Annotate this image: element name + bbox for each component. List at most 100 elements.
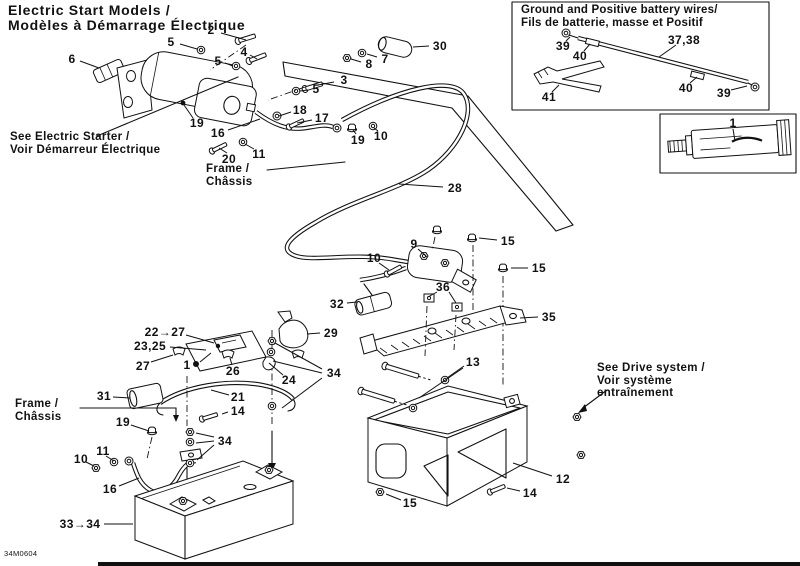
callout-22→27: 22→27 [144,325,186,339]
leader-line [306,332,321,335]
leader-line [519,316,539,319]
leader-line [268,362,284,376]
callout-34: 34 [217,434,233,448]
leader-line [183,104,194,119]
callout-31: 31 [96,389,112,403]
electrical-bracket-plate [359,293,527,357]
note-frame-top-line1: Frame / [206,163,250,175]
inset-wires-title-line2: Fils de batterie, masse et Positif [521,16,703,29]
callout-20: 20 [221,152,237,166]
leader-line [350,58,362,63]
leader-line [179,43,198,50]
leader-line [195,440,215,444]
leader-line [583,43,591,52]
terminal-boot [126,382,164,410]
note-leaders [79,76,608,422]
leader-line [220,32,247,41]
leader-line [565,36,571,42]
leader-line [150,354,174,363]
callout-21: 21 [230,390,246,404]
callout-28: 28 [447,181,463,195]
leader-line [218,147,228,154]
leader-line [385,493,402,501]
callout-24: 24 [281,373,297,387]
callout-5: 5 [312,82,320,96]
leader-line [85,461,95,467]
relay-cover [277,310,309,349]
callout-16: 16 [102,482,118,496]
callout-26: 26 [225,364,241,378]
battery-cable [284,83,471,267]
leader-line [448,291,457,304]
callout-39: 39 [716,86,732,100]
note-electric-starter-line1: See Electric Starter / [10,131,130,143]
note-drive-system-line1: See Drive system / [597,362,705,374]
callout-33→34: 33→34 [59,517,101,531]
leader-line [346,301,358,304]
callout-7: 7 [381,52,389,66]
leader-line [278,111,292,117]
callout-2: 2 [207,23,215,37]
battery-hold-down-strap [126,380,296,460]
note-drive-system-line2: Voir système [597,374,672,387]
leader-line [658,44,677,58]
starter-solenoid [359,225,509,386]
leader-line [112,396,131,399]
note-electric-starter: See Electric Starter / Voir Démarreur Él… [10,131,160,156]
leader-line [730,85,748,91]
leader-line [169,346,207,351]
note-frame-bottom: Frame / Châssis [15,398,62,423]
callout-30: 30 [432,39,448,53]
callout-35: 35 [541,310,557,324]
sealant-tube [667,119,792,159]
leader-line [427,291,438,298]
callout-10: 10 [373,129,389,143]
leader-line [478,237,498,241]
callout-4: 4 [240,45,248,59]
callout-14: 14 [230,404,246,418]
note-electric-starter-line2: Voir Démarreur Électrique [10,143,161,156]
battery [133,460,295,560]
bottom-border-bar [98,562,800,566]
callout-36: 36 [435,280,451,294]
callout-15: 15 [531,261,547,275]
leader-line [229,357,233,366]
battery-tray [356,360,586,507]
leader-line [221,411,229,415]
inset-sealant-box [659,113,797,174]
callout-19: 19 [115,415,131,429]
callout-3: 3 [340,73,348,87]
leader-line [317,81,335,86]
leader-line [224,62,234,67]
callout-6: 6 [68,52,76,66]
leader-line [299,89,309,92]
callout-8: 8 [365,57,373,71]
callout-14: 14 [522,486,538,500]
leader-line [689,76,698,84]
page-title-line1: Electric Start Models / [8,2,171,18]
leader-line [272,360,323,374]
leader-line [373,127,379,132]
inset-wires-title-line1: Ground and Positive battery wires/ [521,4,718,16]
leader-line [105,455,115,462]
leader-line [378,262,390,271]
callout-34: 34 [326,366,342,380]
note-frame-top-line2: Châssis [206,175,253,188]
callout-10: 10 [366,251,382,265]
footer-part-code: 34M0604 [4,549,38,558]
callout-23,25: 23,25 [133,339,167,353]
leader-line [227,118,261,131]
callout-37,38: 37,38 [667,33,701,47]
leader-line [366,53,378,58]
leader-line [210,389,230,396]
callout-1: 1 [183,358,191,372]
starter-ground-cable [207,110,378,156]
note-drive-system-line3: entraînement [597,387,674,399]
leader-line [196,444,215,461]
leader-line [551,84,560,93]
callout-5: 5 [167,35,175,49]
leader-line [352,129,357,135]
